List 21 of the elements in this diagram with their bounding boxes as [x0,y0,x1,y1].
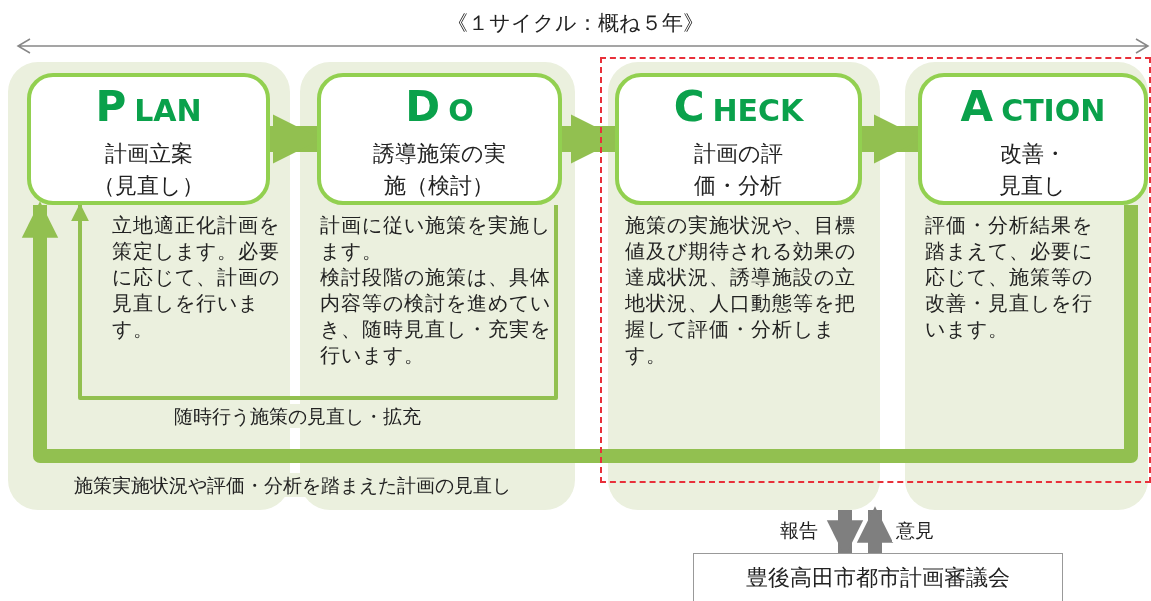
description-text: 立地適正化計画を策定します。必要に応じて、計画の見直しを行います。 [112,212,281,342]
phase-box [27,73,270,205]
flow-arrow [21,201,1138,463]
phase-panel [905,62,1148,510]
description-text: 計画に従い施策を実施します。 [320,212,552,264]
phase-panel [608,62,880,510]
phase-subtitle: 誘導施策の実施（検討） [372,140,507,200]
flow-arrow [71,203,558,400]
description-text: 施策の実施状況や、目標値及び期待される効果の達成状況、誘導施設の立地状況、人口動態等を把握して評価・分析します。 [625,212,857,368]
phase-box [918,73,1148,205]
council-box [693,553,1063,601]
description-text: 評価・分析結果を踏まえて、必要に応じて、施策等の改善・見直しを行います。 [925,212,1094,342]
description-text: 検討段階の施策は、具体内容等の検討を進めていき、随時見直し・充実を行います。 [320,264,552,368]
phase-subtitle: 計画立案（見直し） [92,140,205,200]
phase-subtitle: 計画の評価・分析 [693,140,784,200]
phase-subtitle: 改善・見直し [998,140,1068,200]
phase-box [615,73,862,205]
cycle-label: 《１サイクル：概ね５年》 [446,10,705,37]
council-name: 豊後高田市都市計画審議会 [746,564,1010,592]
phase-box [317,73,562,205]
flow-arrow [856,506,894,553]
